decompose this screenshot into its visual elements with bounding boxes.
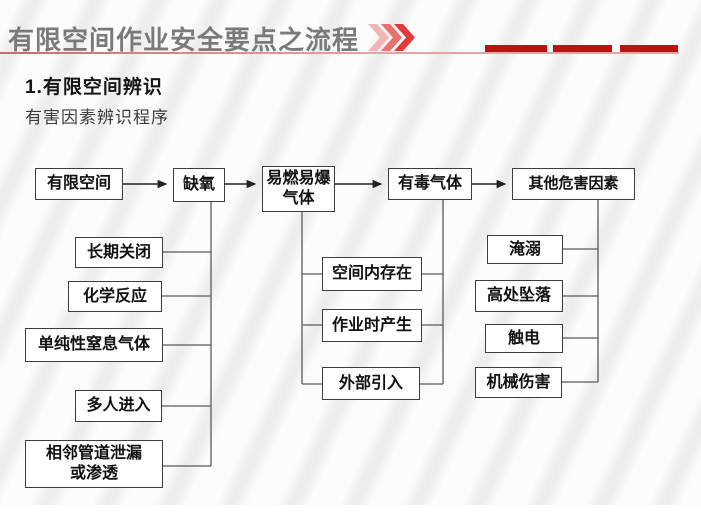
flow-node-flammable-gas: 易燃易爆 气体 bbox=[262, 166, 335, 212]
hazard-node-fall-from-height: 高处坠落 bbox=[475, 280, 563, 312]
flow-node-toxic-gas: 有毒气体 bbox=[388, 168, 472, 200]
section-heading: 1.有限空间辨识 bbox=[25, 77, 163, 98]
section-subheading: 有害因素辨识程序 bbox=[25, 108, 169, 127]
source-node-exist-in-space: 空间内存在 bbox=[322, 257, 422, 291]
other-hazard-stubs bbox=[562, 248, 598, 383]
cause-node-pipeline-leak: 相邻管道泄漏 或渗透 bbox=[25, 440, 163, 488]
page-title: 有限空间作业安全要点之流程 bbox=[8, 25, 360, 55]
flow-node-oxygen-deficiency: 缺氧 bbox=[173, 168, 225, 202]
red-bar bbox=[620, 45, 678, 52]
cause-node-long-closed: 长期关闭 bbox=[75, 237, 163, 268]
hazard-node-mechanical-injury: 机械伤害 bbox=[475, 367, 562, 398]
flow-node-confined-space: 有限空间 bbox=[35, 168, 123, 200]
red-bar bbox=[485, 45, 547, 52]
bottom-margin bbox=[0, 505, 701, 514]
drop-lines bbox=[210, 200, 599, 466]
source-node-produced-in-work: 作业时产生 bbox=[322, 309, 422, 342]
cause-node-chemical-reaction: 化学反应 bbox=[68, 281, 162, 312]
cause-node-multiple-entry: 多人进入 bbox=[75, 390, 162, 422]
hazard-node-drowning: 淹溺 bbox=[487, 235, 563, 264]
flow-node-other-hazards: 其他危害因素 bbox=[512, 168, 635, 200]
gas-source-stubs bbox=[302, 273, 443, 385]
source-node-external-intro: 外部引入 bbox=[322, 367, 420, 400]
triple-chevron-right-icon bbox=[368, 24, 415, 51]
title-underline bbox=[0, 52, 679, 54]
cause-node-simple-asphyxiant: 单纯性窒息气体 bbox=[25, 328, 163, 362]
hazard-node-electric-shock: 触电 bbox=[485, 324, 563, 353]
red-bar bbox=[553, 45, 612, 52]
oxygen-cause-stubs bbox=[162, 251, 211, 467]
